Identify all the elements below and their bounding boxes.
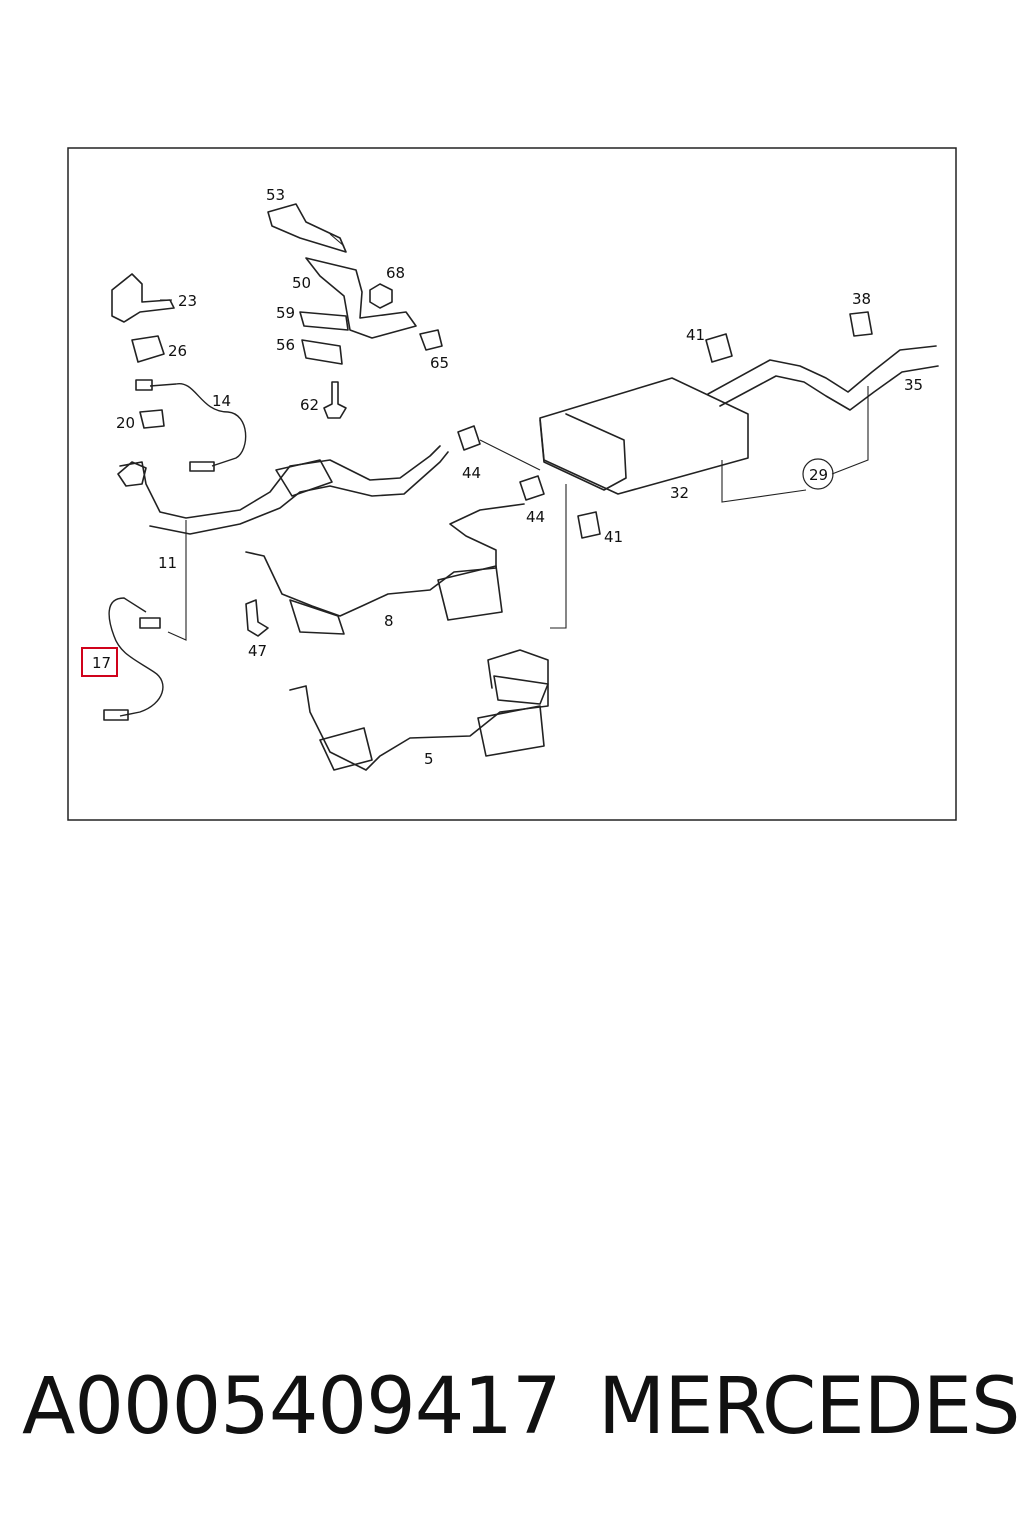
sensor-17-cable — [108, 597, 164, 717]
clip-26 — [131, 335, 165, 363]
sensor-17-plug — [103, 709, 129, 721]
cat-8 — [289, 599, 345, 635]
callout-29: 29 — [809, 466, 828, 484]
callout-53: 53 — [266, 186, 285, 204]
muffler-5 — [477, 705, 545, 757]
callout-32: 32 — [670, 484, 689, 502]
callout-26: 26 — [168, 342, 187, 360]
callout-23: 23 — [178, 292, 197, 310]
part-number: A0005409417 — [22, 1362, 562, 1452]
callout-44-upper: 44 — [462, 464, 481, 482]
callout-56: 56 — [276, 336, 295, 354]
muffler-8 — [437, 565, 503, 621]
cat-5 — [319, 727, 373, 771]
tailpipe-29-lower — [719, 365, 939, 411]
callout-41-lower: 41 — [604, 528, 623, 546]
callout-8: 8 — [384, 612, 394, 630]
heatshield-5 — [493, 675, 549, 705]
sensor-14-plug — [135, 379, 153, 391]
callout-17: 17 — [92, 654, 111, 672]
rubber-38 — [849, 311, 873, 337]
tailpipe-29 — [707, 345, 937, 395]
callout-14: 14 — [212, 392, 231, 410]
bolt-47 — [245, 599, 269, 637]
callout-62: 62 — [300, 396, 319, 414]
diagram-frame — [67, 147, 957, 821]
sensor-14-tip — [189, 461, 215, 472]
callout-59: 59 — [276, 304, 295, 322]
callout-35: 35 — [904, 376, 923, 394]
bracket-23 — [111, 273, 175, 323]
muffler-32-front — [539, 413, 627, 491]
callout-38: 38 — [852, 290, 871, 308]
exhaust-system-diagram: 53 68 50 23 59 26 56 65 62 14 20 41 38 3… — [67, 147, 957, 821]
callout-68: 68 — [386, 264, 405, 282]
mid-pipe-8 — [245, 503, 525, 617]
clip-20 — [139, 409, 165, 429]
plate-56 — [301, 339, 343, 365]
callout-44-lower: 44 — [526, 508, 545, 526]
flange-11 — [117, 461, 147, 487]
nut-68 — [369, 283, 393, 309]
front-pipe-11-lower — [149, 451, 449, 535]
footer: A0005409417 MERCEDES — [0, 1362, 1024, 1482]
cat-11 — [275, 459, 333, 497]
callout-47: 47 — [248, 642, 267, 660]
sensor-17-head — [139, 617, 161, 629]
callout-50: 50 — [292, 274, 311, 292]
callout-17-highlight — [81, 647, 118, 677]
callout-11: 11 — [158, 554, 177, 572]
brand-name: MERCEDES — [598, 1362, 1020, 1452]
bolt-65 — [419, 329, 443, 351]
hanger-41-lower — [577, 511, 601, 539]
leader-lines — [160, 233, 869, 641]
plate-59 — [299, 311, 349, 331]
clamp-44-lower — [519, 475, 545, 501]
clamp-44-upper — [457, 425, 481, 451]
sensor-14 — [149, 383, 247, 467]
front-pipe-11 — [119, 445, 441, 519]
callout-41-upper: 41 — [686, 326, 705, 344]
pipe-5 — [289, 649, 549, 771]
bracket-50 — [305, 257, 417, 339]
callout-20: 20 — [116, 414, 135, 432]
callout-5: 5 — [424, 750, 434, 768]
callout-65: 65 — [430, 354, 449, 372]
hanger-41-upper — [705, 333, 733, 363]
bolt-62 — [323, 381, 347, 419]
